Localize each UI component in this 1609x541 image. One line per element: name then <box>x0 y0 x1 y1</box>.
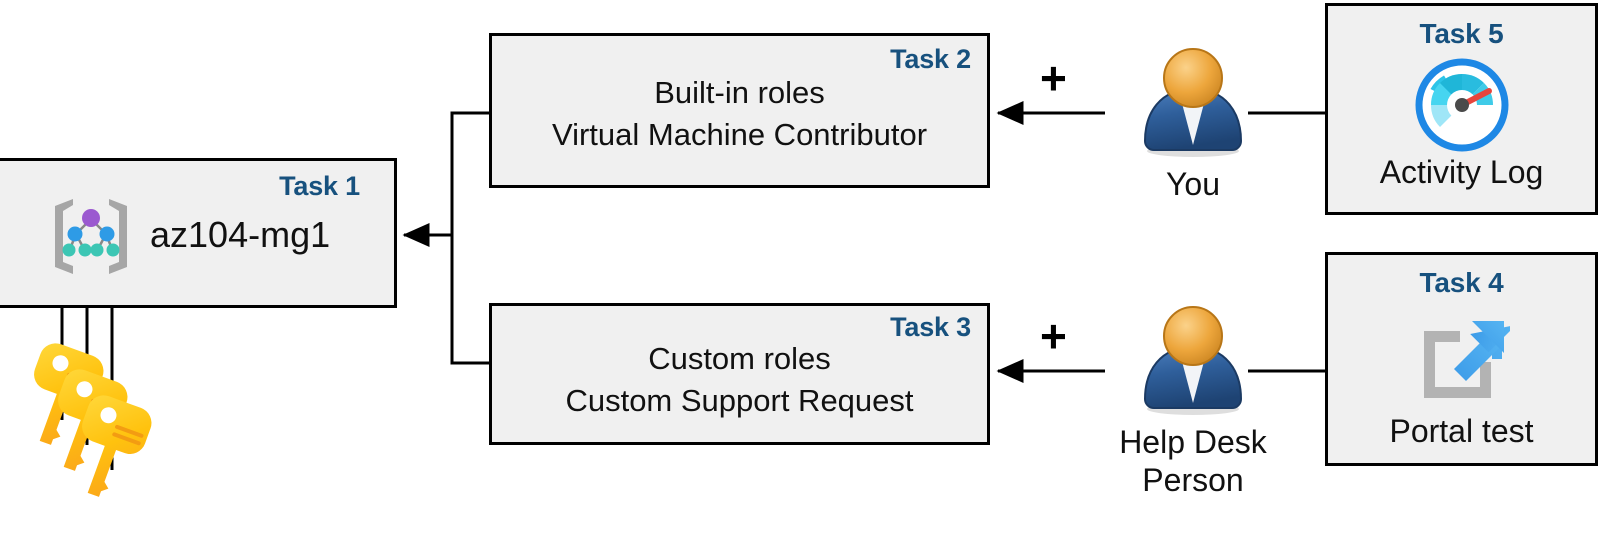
task-4-box[interactable]: Task 4 Portal test <box>1325 252 1598 466</box>
edge-task2-to-task1 <box>402 111 489 247</box>
task-2-tag: Task 2 <box>890 44 971 74</box>
task-1-box[interactable]: Task 1 az104-mg1 <box>0 158 397 308</box>
gauge-icon <box>1415 58 1509 157</box>
task-3-box[interactable]: Task 3 Custom roles Custom Support Reque… <box>489 303 990 445</box>
person-you[interactable]: You <box>1108 47 1278 204</box>
plus-icon-bottom: + <box>1040 310 1067 362</box>
person-icon <box>1143 48 1243 157</box>
task-3-line2: Custom Support Request <box>565 382 914 418</box>
person-icon <box>1143 306 1243 415</box>
management-group-icon <box>45 193 137 284</box>
task-5-box[interactable]: Task 5 Activity Log <box>1325 3 1598 215</box>
edge-task3-to-task1 <box>450 235 489 365</box>
keys-icon <box>28 340 158 505</box>
task-5-tag: Task 5 <box>1419 18 1504 49</box>
task-5-label: Activity Log <box>1379 154 1544 190</box>
task-2-line1: Built-in roles <box>654 75 825 110</box>
person-you-label: You <box>1166 166 1220 202</box>
external-link-icon <box>1414 311 1516 410</box>
task-1-name: az104-mg1 <box>150 214 331 255</box>
task-1-tag: Task 1 <box>279 171 360 201</box>
plus-icon-top: + <box>1040 52 1067 104</box>
person-helpdesk-label: Help Desk Person <box>1119 424 1267 498</box>
task-2-text: Built-in roles Virtual Machine Contribut… <box>492 72 987 156</box>
task-2-line2: Virtual Machine Contributor <box>551 116 928 152</box>
task-3-tag: Task 3 <box>890 312 971 342</box>
task-4-label: Portal test <box>1389 413 1534 449</box>
task-3-text: Custom roles Custom Support Request <box>492 338 987 422</box>
task-3-line1: Custom roles <box>648 341 831 376</box>
person-helpdesk[interactable]: Help Desk Person <box>1108 305 1278 500</box>
task-4-tag: Task 4 <box>1419 267 1504 298</box>
task-2-box[interactable]: Task 2 Built-in roles Virtual Machine Co… <box>489 33 990 188</box>
